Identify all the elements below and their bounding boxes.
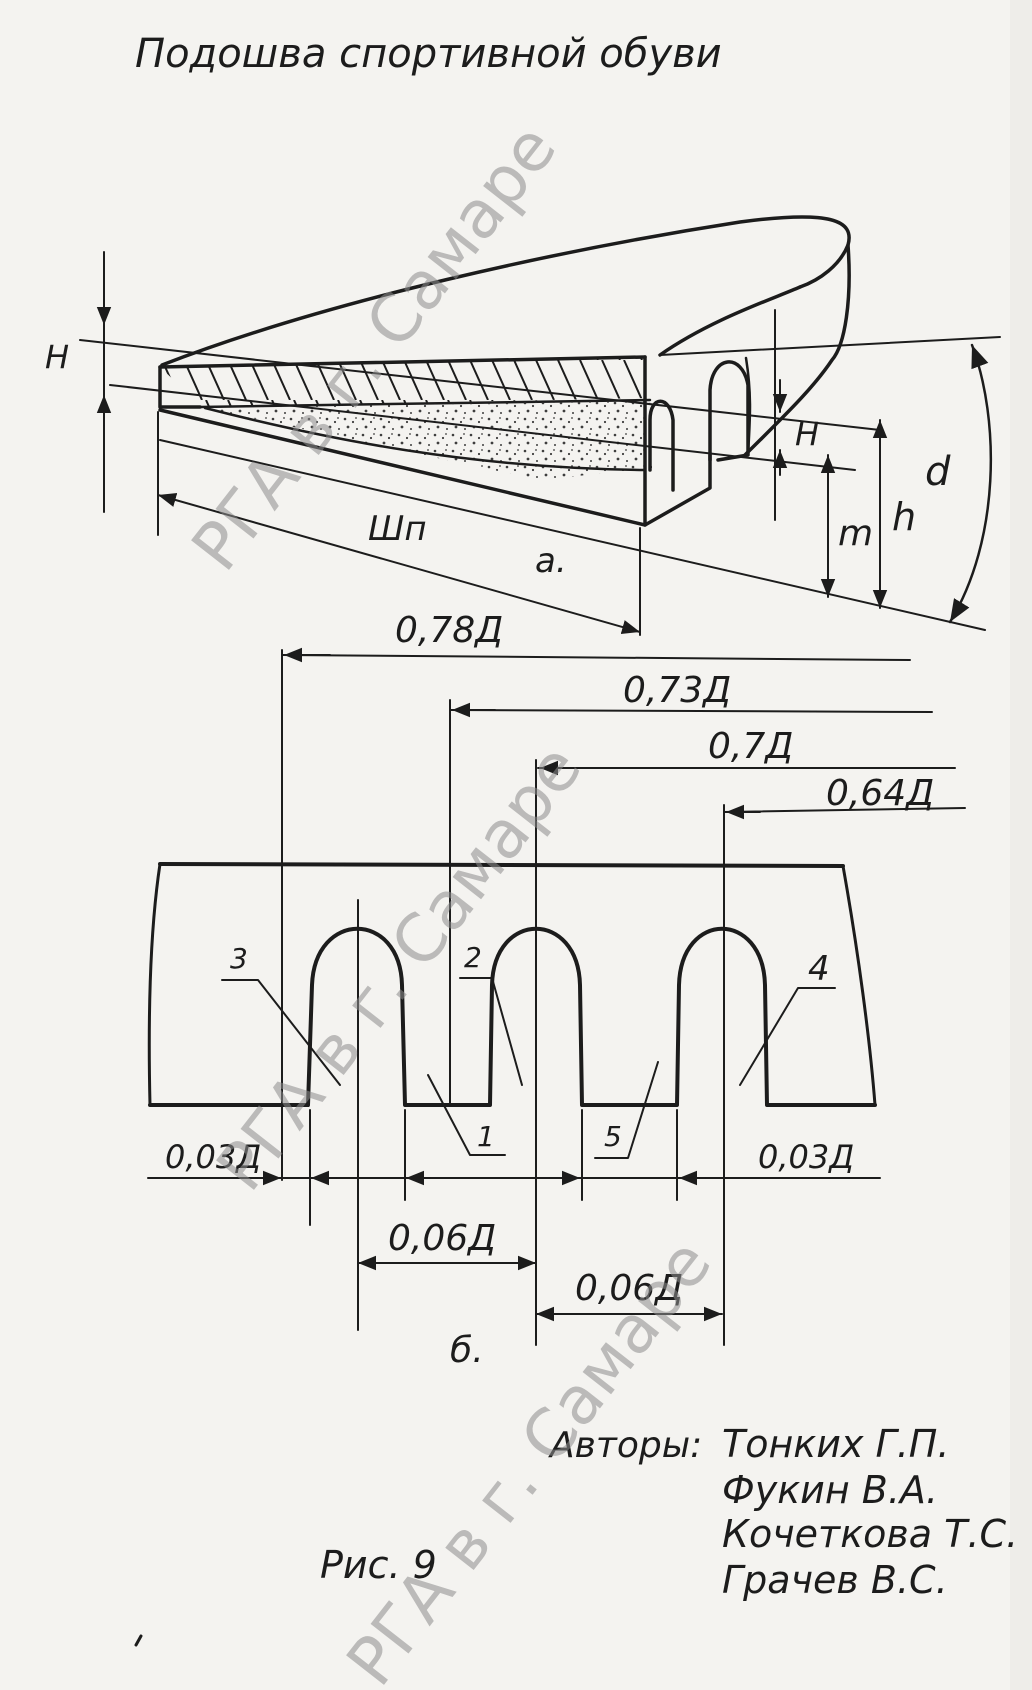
dim-d-arc (948, 343, 993, 624)
section-left-side (147, 862, 162, 1107)
authors-block: Авторы: Тонких Г.П. Фукин В.А. Кочеткова… (548, 1422, 1018, 1602)
ink-speck (134, 1634, 143, 1647)
dim-078-line (281, 654, 911, 661)
dim-07-label: 0,7Д (708, 726, 793, 767)
paper-sheet (0, 0, 1010, 1690)
dim-064-line (723, 807, 966, 813)
callout-4: 4 (808, 949, 830, 989)
section-right-side (841, 864, 877, 1107)
callout-2: 2 (464, 941, 482, 974)
ext-line-mid (109, 384, 856, 471)
dim-H-left-label: Н (45, 338, 69, 376)
author-1: Тонких Г.П. (722, 1422, 949, 1466)
groove-shadow (744, 356, 752, 457)
callout-3: 3 (230, 942, 248, 975)
groove-arch-1 (648, 399, 675, 492)
section-mid-edge (198, 398, 652, 409)
dim-m-label: m (838, 513, 873, 554)
author-3: Кочеткова Т.С. (722, 1512, 1018, 1556)
figure-label: Рис. 9 (320, 1543, 437, 1587)
dim-073-line (449, 709, 933, 713)
callout-2-leader (459, 977, 523, 1086)
sole-top-return (658, 285, 802, 357)
watermark-2: РГА в г. Самаре (202, 730, 596, 1204)
dim-006-2-label: 0,06Д (575, 1268, 683, 1309)
hatched-section (160, 357, 648, 407)
view-a-label: а. (535, 541, 567, 581)
author-4: Грачев В.С. (722, 1558, 948, 1602)
dim-H-right-label: Н (795, 415, 819, 453)
section-left-edge (158, 365, 202, 409)
section-top (158, 862, 845, 868)
porous-layer (205, 400, 652, 480)
sole-top-curve (160, 215, 851, 367)
dim-073-label: 0,73Д (623, 670, 731, 711)
drawing-title: Подошва спортивной обуви (135, 31, 722, 77)
view-a-isometric: Н Шп а. Н m h d (45, 215, 1001, 636)
author-2: Фукин В.А. (722, 1468, 938, 1512)
dim-064-label: 0,64Д (826, 773, 934, 814)
view-b-label: б. (450, 1330, 484, 1371)
dim-width-label: Шп (368, 509, 427, 549)
dim-078-label: 0,78Д (395, 610, 503, 651)
callout-4-leader (739, 987, 836, 1086)
section-top-edge (158, 355, 647, 369)
ext-line-top (79, 339, 881, 431)
dim-006-1-label: 0,06Д (388, 1218, 496, 1259)
dim-003-right-label: 0,03Д (758, 1138, 854, 1176)
authors-label: Авторы: (548, 1425, 702, 1466)
porous-bottom-curve (203, 406, 647, 472)
ext-line-d-top (659, 336, 1001, 356)
front-face (643, 355, 712, 527)
dim-003-left-label: 0,03Д (165, 1138, 261, 1176)
section-bottom-grooves (148, 926, 877, 1107)
dim-d-label: d (925, 449, 951, 495)
callout-1: 1 (477, 1120, 495, 1153)
callout-3-leader (221, 979, 341, 1086)
callout-1-leader (427, 1074, 506, 1156)
dim-h-label: h (892, 495, 916, 539)
callout-5: 5 (604, 1120, 622, 1153)
view-b-section: 0,78Д 0,73Д 0,7Д 0,64Д (147, 610, 966, 1371)
callout-5-leader (594, 1061, 659, 1159)
dim-width-line (157, 492, 641, 635)
